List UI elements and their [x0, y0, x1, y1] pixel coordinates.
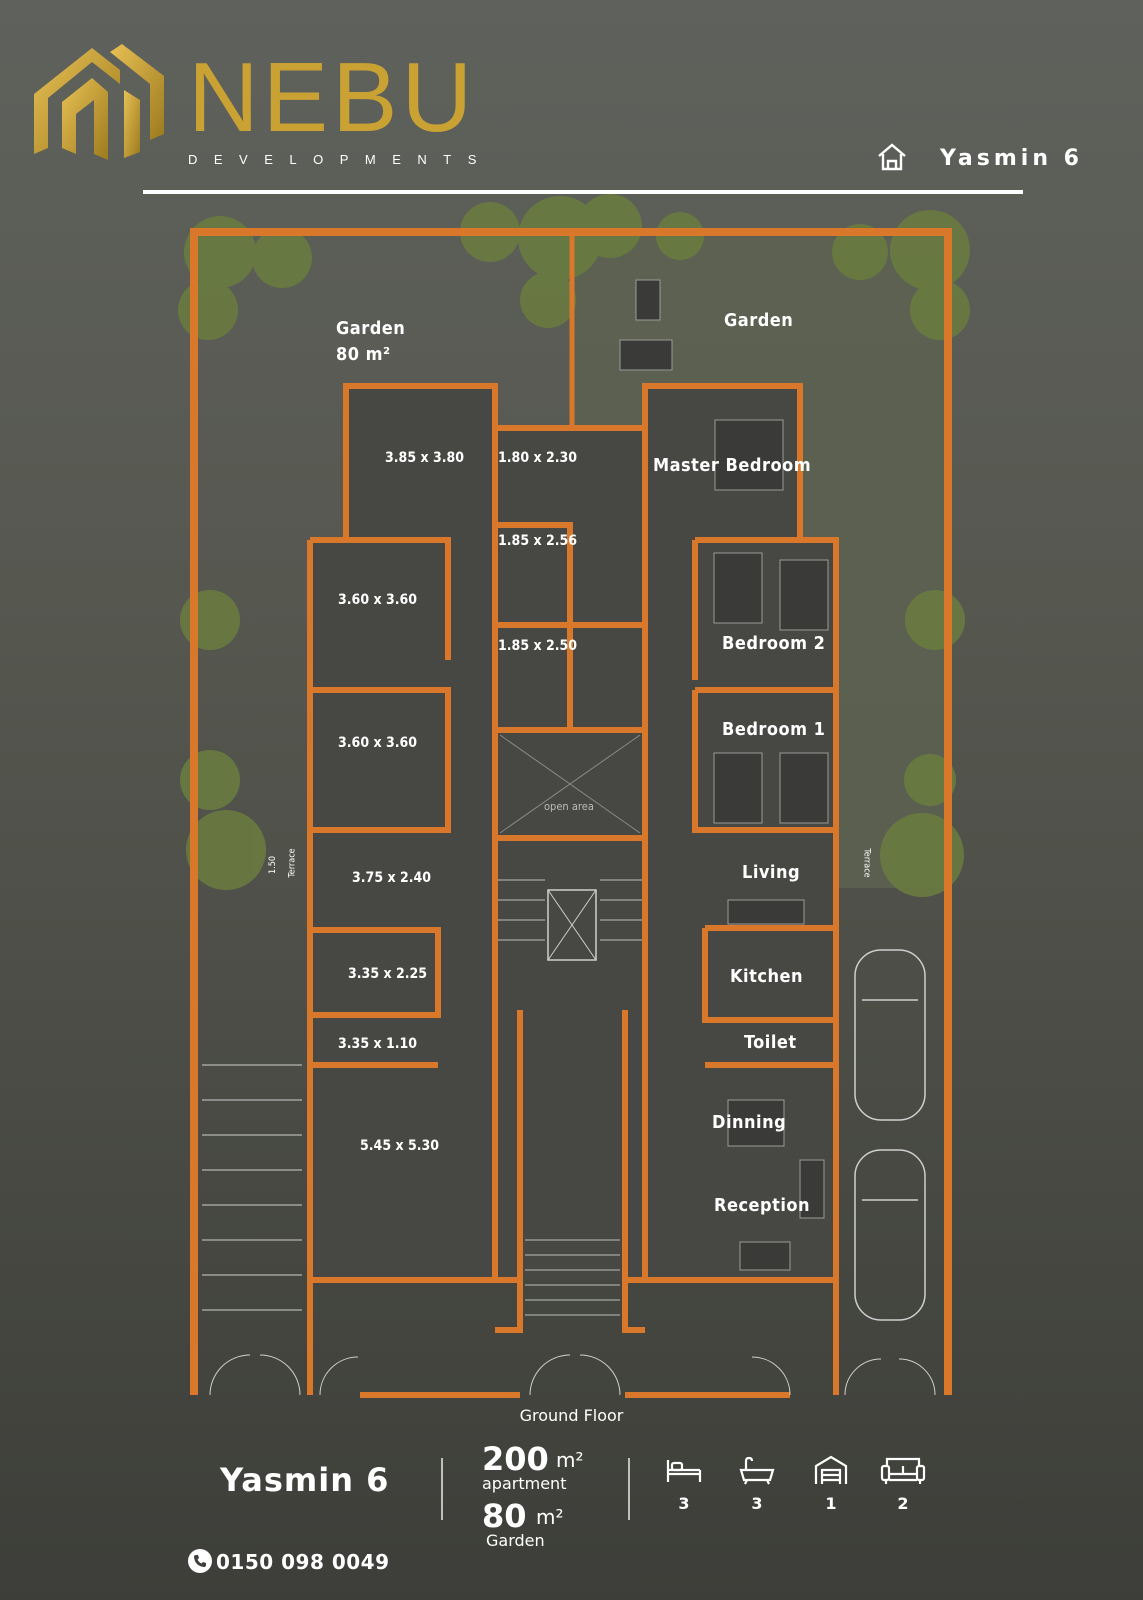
garden-area-value: 80: [482, 1497, 527, 1535]
garden-right-label: Garden: [724, 310, 794, 331]
room-3-60x3-60-a: 3.60 x 3.60: [338, 592, 418, 608]
garden-area-label: Garden: [486, 1531, 545, 1550]
bedroom-1-label: Bedroom 1: [722, 719, 826, 740]
phone-number[interactable]: 0150 098 0049: [216, 1550, 390, 1574]
bed-icon: [666, 1460, 702, 1482]
apartment-area-unit: m²: [556, 1448, 584, 1472]
room-3-60x3-60-b: 3.60 x 3.60: [338, 735, 418, 751]
bathtub-count: 3: [751, 1494, 763, 1513]
apartment-area-label: apartment: [482, 1474, 567, 1493]
brand-subtitle: DEVELOPMENTS: [188, 152, 493, 167]
room-3-35x1-10: 3.35 x 1.10: [338, 1036, 418, 1052]
toilet-label: Toilet: [744, 1032, 797, 1053]
project-title: Yasmin 6: [940, 146, 1083, 171]
room-1-80x2-30: 1.80 x 2.30: [498, 450, 578, 466]
room-5-45x5-30: 5.45 x 5.30: [360, 1138, 440, 1154]
brand-name: NEBU: [188, 42, 477, 152]
floor-plan: [178, 194, 970, 1398]
room-3-75x2-40: 3.75 x 2.40: [352, 870, 432, 886]
sofa-icon: [880, 1457, 926, 1484]
dinning-label: Dinning: [712, 1112, 787, 1133]
garage-count: 1: [825, 1494, 837, 1513]
garage-icon: [814, 1455, 848, 1484]
bathtub-icon: [739, 1456, 775, 1485]
room-1-85x2-50: 1.85 x 2.50: [498, 638, 578, 654]
kitchen-label: Kitchen: [730, 966, 803, 987]
spec-title: Yasmin 6: [220, 1461, 390, 1499]
room-3-85x3-80: 3.85 x 3.80: [385, 450, 465, 466]
reception-label: Reception: [714, 1195, 811, 1216]
room-1-85x2-56: 1.85 x 2.56: [498, 533, 578, 549]
spec-divider-1: [441, 1458, 443, 1520]
apartment-area-value: 200: [482, 1440, 549, 1478]
garden-left-label: Garden: [336, 318, 406, 339]
bedroom-2-label: Bedroom 2: [722, 633, 826, 654]
living-label: Living: [742, 862, 801, 883]
terrace-right-label: Terrace: [861, 848, 872, 878]
garden-left-area: 80 m²: [336, 344, 391, 365]
sofa-count: 2: [897, 1494, 909, 1513]
spec-divider-2: [628, 1458, 630, 1520]
master-bedroom-label: Master Bedroom: [653, 455, 812, 476]
header-divider: [143, 190, 1023, 194]
home-icon: [878, 143, 906, 171]
room-3-35x2-25: 3.35 x 2.25: [348, 966, 428, 982]
nebu-logo-icon: [34, 44, 164, 160]
open-area-label: open area: [544, 800, 594, 813]
floor-label: Ground Floor: [519, 1406, 624, 1425]
phone-icon: [188, 1549, 212, 1573]
terrace-size-label: 1.50: [268, 855, 279, 875]
terrace-left-label: Terrace: [287, 848, 298, 878]
garden-area-unit: m²: [536, 1505, 564, 1529]
bed-count: 3: [678, 1494, 690, 1513]
